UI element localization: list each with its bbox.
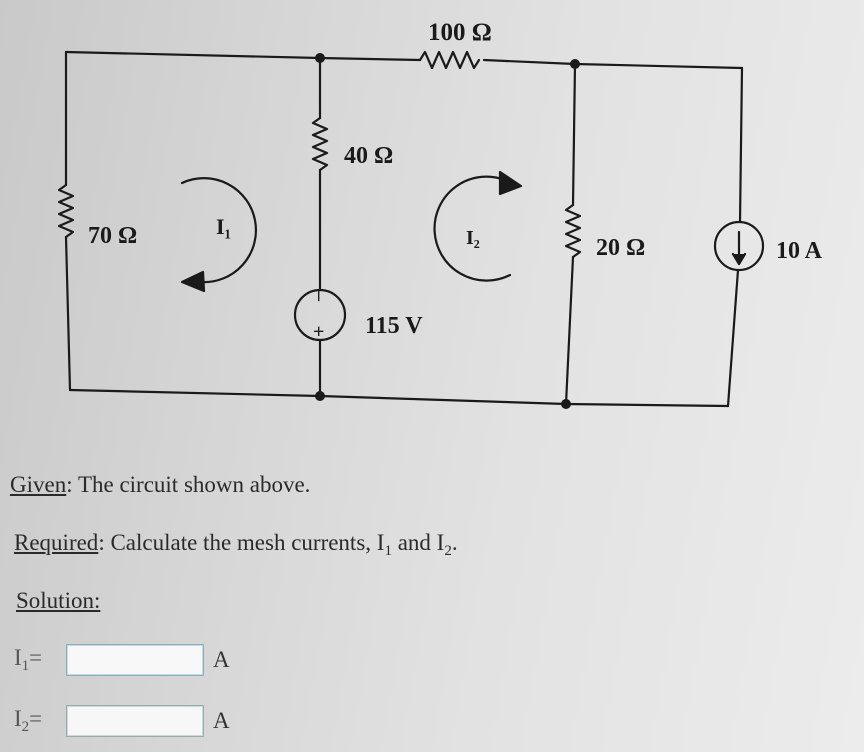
required-line: Required: Calculate the mesh currents, I… xyxy=(14,530,458,560)
wire-cs-upper xyxy=(738,66,744,224)
junction-dot xyxy=(315,53,325,63)
mesh2-arrow-arc xyxy=(433,175,512,282)
required-sub2: 2 xyxy=(444,543,452,559)
required-sub1: 1 xyxy=(384,543,392,559)
resistor-70-zigzag xyxy=(57,183,75,239)
required-label: Required xyxy=(14,530,99,555)
mesh2-arrow-head xyxy=(498,170,523,196)
junction-dot xyxy=(561,399,571,409)
voltage-source-minus: – xyxy=(309,290,331,302)
answer-var-i1: I1= xyxy=(14,645,43,674)
given-label: Given xyxy=(10,472,67,497)
current-source-arrow-head xyxy=(731,252,747,266)
answer-unit-i2: A xyxy=(213,708,230,733)
label-40-ohm: 40 Ω xyxy=(344,143,393,169)
wire-r20-upper xyxy=(571,62,577,207)
junction-dot xyxy=(570,59,580,69)
wire-top-100-right xyxy=(482,58,577,66)
wire-left-lower xyxy=(64,235,72,392)
answer-input-i2[interactable] xyxy=(66,705,204,737)
answer-input-i1[interactable] xyxy=(66,644,204,676)
label-mesh-i2: I₂ xyxy=(466,227,480,249)
label-20-ohm: 20 Ω xyxy=(596,235,645,261)
label-115-v: 115 V xyxy=(365,313,423,339)
resistor-20-zigzag xyxy=(564,203,582,259)
wire-top-100-left xyxy=(318,56,422,62)
mesh1-arrow-arc xyxy=(180,177,257,284)
solution-line: Solution: xyxy=(16,588,100,614)
answer-unit-i1: A xyxy=(213,647,230,672)
required-and: and I xyxy=(391,530,445,555)
voltage-source-plus: + xyxy=(313,321,324,343)
label-70-ohm: 70 Ω xyxy=(88,223,137,249)
junction-dots xyxy=(315,53,580,409)
solution-label: Solution: xyxy=(16,588,101,613)
answer-row-i2: I2= A xyxy=(14,703,230,739)
label-mesh-i1: I₁ xyxy=(216,214,231,239)
label-100-ohm: 100 Ω xyxy=(428,19,492,46)
voltage-source-circle xyxy=(293,288,347,342)
label-10-a: 10 A xyxy=(776,238,823,264)
given-line: Given: The circuit shown above. xyxy=(10,472,310,498)
wire-top-right xyxy=(573,62,744,70)
junction-dot xyxy=(315,391,325,401)
wire-top-left xyxy=(64,50,322,60)
resistor-40-zigzag xyxy=(311,116,329,172)
wire-cs-lower xyxy=(726,268,740,408)
wire-r20-lower xyxy=(564,255,575,406)
given-text: : The circuit shown above. xyxy=(66,472,311,497)
current-source-circle xyxy=(713,220,765,272)
answer-row-i1: I1= A xyxy=(14,642,230,678)
resistor-100-zigzag xyxy=(418,50,481,70)
mesh1-arrow-head xyxy=(180,270,206,293)
required-text: : Calculate the mesh currents, I xyxy=(98,530,385,555)
wire-bottom xyxy=(68,388,730,408)
answer-var-i2: I2= xyxy=(14,706,43,735)
circuit-diagram: 100 Ω 40 Ω 70 Ω 20 Ω 115 V 10 A I₁ I₂ – … xyxy=(57,19,823,409)
required-end: . xyxy=(451,530,458,555)
